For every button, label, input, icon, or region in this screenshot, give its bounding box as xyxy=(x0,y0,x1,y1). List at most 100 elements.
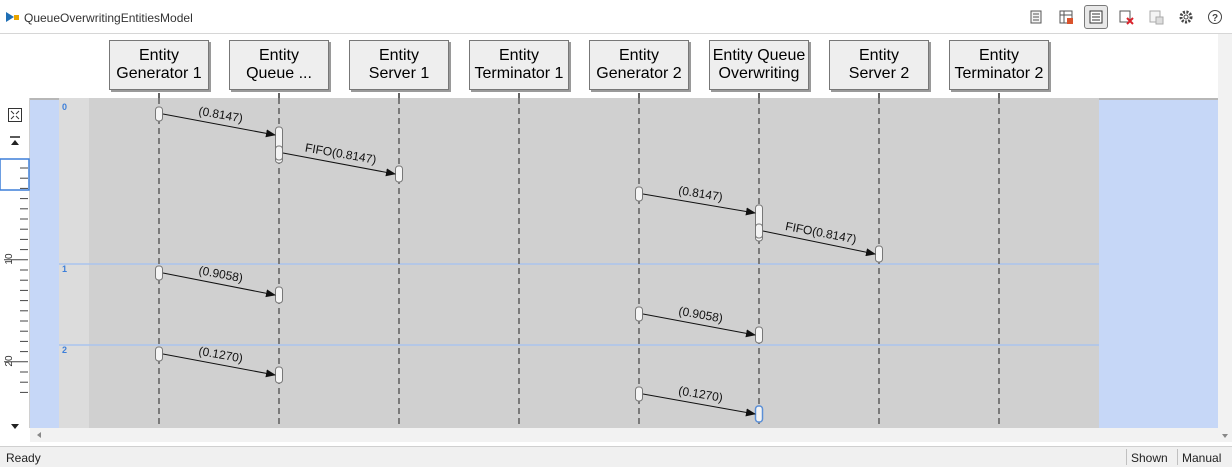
activation-source[interactable] xyxy=(635,386,643,402)
lifeline-stub xyxy=(278,93,280,98)
fit-to-view-button[interactable] xyxy=(4,106,26,124)
export-button[interactable] xyxy=(1144,5,1168,29)
activation-target[interactable] xyxy=(754,405,764,423)
gear-icon xyxy=(1179,10,1193,24)
vertical-scrollbar[interactable] xyxy=(1218,98,1232,442)
settings-button[interactable] xyxy=(1174,5,1198,29)
title-bar: QueueOverwritingEntitiesModel xyxy=(0,0,1232,34)
lifeline-label-line1: Entity xyxy=(618,47,659,64)
table-button[interactable] xyxy=(1054,5,1078,29)
gutter-band xyxy=(59,98,89,428)
lifeline-label-line1: Entity xyxy=(378,47,419,64)
message-table-icon xyxy=(1089,10,1103,24)
ruler-label: 20 xyxy=(4,355,15,367)
status-bar: Ready Shown Manual xyxy=(0,446,1232,467)
lifeline-label-line2: Generator 2 xyxy=(596,65,682,82)
message-arrow[interactable] xyxy=(642,393,756,417)
activation-target[interactable] xyxy=(275,286,283,304)
message-table-button[interactable] xyxy=(1084,5,1108,29)
lifeline-info-button[interactable] xyxy=(1024,5,1048,29)
lifeline-label-line2: Server 1 xyxy=(368,65,430,82)
ruler-viewport[interactable] xyxy=(0,158,30,191)
activation-source[interactable] xyxy=(155,346,163,362)
activation-source[interactable] xyxy=(635,186,643,202)
lane-area xyxy=(89,98,1099,428)
svg-text:?: ? xyxy=(1212,13,1218,24)
lifeline-stub xyxy=(518,93,520,98)
lifeline-label-line2: Generator 1 xyxy=(116,65,202,82)
time-marker-label: 0 xyxy=(62,102,67,112)
message-arrow[interactable] xyxy=(162,353,276,378)
message-arrow[interactable] xyxy=(762,230,876,257)
activation-target[interactable] xyxy=(395,165,403,183)
ruler-label: 10 xyxy=(4,253,15,265)
activation-source[interactable] xyxy=(155,106,163,122)
activation-source[interactable] xyxy=(635,306,643,322)
message-arrow[interactable] xyxy=(642,313,756,338)
lifeline-stub xyxy=(158,93,160,98)
activation-source[interactable] xyxy=(755,223,763,239)
lifeline-label-line1: Entity xyxy=(858,47,899,64)
diagram-canvas: 012(0.8147)FIFO(0.8147)(0.8147)FIFO(0.81… xyxy=(59,98,1099,428)
help-icon: ? xyxy=(1208,10,1222,24)
activation-target[interactable] xyxy=(875,245,883,263)
lifeline-label-line1: Entity xyxy=(978,47,1019,64)
message-arrow[interactable] xyxy=(162,272,276,298)
message-label: (0.8147) xyxy=(677,183,723,204)
app-icon xyxy=(6,12,19,22)
activation-source[interactable] xyxy=(155,265,163,281)
lifeline-label-line1: Entity xyxy=(498,47,539,64)
fit-to-view-icon xyxy=(8,108,22,122)
time-ruler: 10 20 xyxy=(0,98,30,429)
scroll-down-button[interactable] xyxy=(4,418,26,436)
scroll-to-top-button[interactable] xyxy=(4,132,26,150)
lifeline-label-line1: Entity Queue xyxy=(712,47,806,64)
activation-target[interactable] xyxy=(275,366,283,384)
status-text: Ready xyxy=(6,451,41,465)
lifeline-label-line2: Overwriting xyxy=(718,65,800,82)
lifeline-label-line2: Terminator 2 xyxy=(954,65,1044,82)
message-arrow[interactable] xyxy=(642,193,756,216)
status-mode[interactable]: Manual xyxy=(1182,451,1222,465)
scroll-to-top-icon xyxy=(10,136,20,145)
message-arrow[interactable] xyxy=(162,113,276,138)
lifeline-label-line1: Entity xyxy=(258,47,299,64)
header-scroll-region xyxy=(1218,34,1232,98)
time-marker-label: 2 xyxy=(62,345,67,355)
clear-button[interactable] xyxy=(1114,5,1138,29)
activation-source[interactable] xyxy=(275,145,283,161)
message-arrow[interactable] xyxy=(282,152,396,177)
help-button[interactable]: ? xyxy=(1203,5,1227,29)
activation-target[interactable] xyxy=(755,326,763,344)
lifeline-stub xyxy=(878,93,880,98)
table-icon xyxy=(1059,10,1073,24)
chevron-down-icon xyxy=(11,424,19,429)
lifeline-stub xyxy=(998,93,1000,98)
lifeline-label-line2: Server 2 xyxy=(848,65,910,82)
lifeline-stub xyxy=(398,93,400,98)
clear-icon xyxy=(1119,10,1134,25)
status-shown[interactable]: Shown xyxy=(1131,451,1168,465)
horizontal-scrollbar[interactable] xyxy=(30,428,1218,442)
status-divider xyxy=(1126,449,1127,465)
document-icon xyxy=(1030,10,1042,24)
window-title: QueueOverwritingEntitiesModel xyxy=(24,11,193,25)
